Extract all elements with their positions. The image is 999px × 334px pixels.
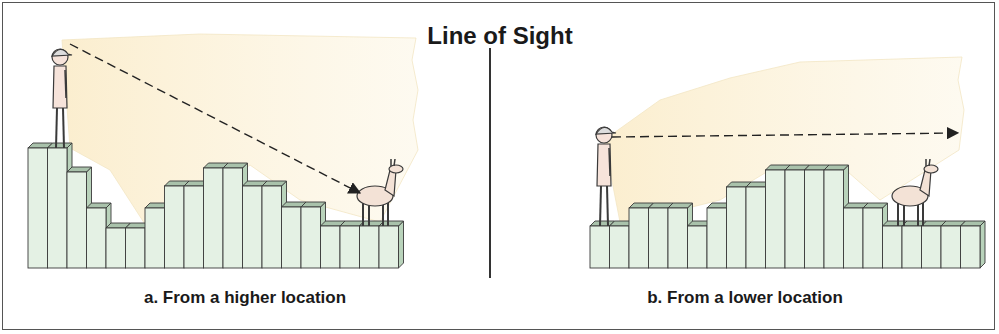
llama-figure <box>892 159 938 226</box>
column-top <box>87 203 112 208</box>
column-front <box>785 170 805 268</box>
column-top <box>668 203 693 208</box>
column-front <box>590 226 610 268</box>
column-front <box>126 228 146 268</box>
column-front <box>204 168 224 268</box>
column-front <box>746 187 766 268</box>
sight-line <box>70 44 360 193</box>
arm <box>609 148 610 176</box>
body <box>597 144 611 186</box>
column-front <box>106 228 126 268</box>
llama-figure <box>357 159 403 226</box>
column-top <box>223 163 248 168</box>
panel-divider <box>489 48 491 278</box>
column-side <box>399 221 404 268</box>
column-top <box>824 165 849 170</box>
terrain-columns <box>28 143 404 268</box>
panel-caption: a. From a higher location <box>144 288 346 308</box>
column-front <box>902 226 922 268</box>
column-top <box>262 181 287 186</box>
column-front <box>649 208 669 268</box>
column-front <box>805 170 825 268</box>
column-front <box>165 186 185 268</box>
observer-figure <box>596 127 616 226</box>
column-front <box>941 226 961 268</box>
column-front <box>844 208 864 268</box>
column-front <box>883 226 903 268</box>
terrain-columns <box>590 165 985 268</box>
column-top <box>67 167 92 172</box>
cap <box>596 127 616 134</box>
column-front <box>223 168 243 268</box>
llama-head <box>924 165 938 173</box>
column-front <box>766 170 786 268</box>
llama-ears <box>391 159 395 166</box>
llama-head <box>389 165 403 173</box>
observer-figure <box>52 49 72 148</box>
column-top <box>48 143 73 148</box>
llama-neck <box>920 170 931 196</box>
column-front <box>922 226 942 268</box>
column-front <box>145 208 165 268</box>
column-front <box>67 172 87 268</box>
leg <box>607 186 608 226</box>
column-top <box>301 202 326 207</box>
column-front <box>629 208 649 268</box>
column-front <box>610 226 630 268</box>
sight-line <box>612 133 958 137</box>
column-front <box>688 226 708 268</box>
column-top <box>961 221 986 226</box>
diagram-title: Line of Sight <box>427 22 572 50</box>
column-front <box>707 208 727 268</box>
column-front <box>301 207 321 268</box>
column-front <box>727 187 747 268</box>
column-front <box>87 208 107 268</box>
column-front <box>379 226 399 268</box>
column-front <box>824 170 844 268</box>
panel-caption: b. From a lower location <box>647 288 843 308</box>
column-side <box>980 221 985 268</box>
leg <box>600 186 601 226</box>
cap <box>52 49 72 56</box>
column-front <box>340 226 360 268</box>
column-front <box>668 208 688 268</box>
column-front <box>282 207 302 268</box>
llama-neck <box>385 170 396 196</box>
arm <box>65 70 66 98</box>
column-front <box>184 186 204 268</box>
column-front <box>863 208 883 268</box>
column-front <box>243 186 263 268</box>
body <box>53 66 67 108</box>
column-front <box>28 148 48 268</box>
column-front <box>961 226 981 268</box>
column-top <box>863 203 888 208</box>
column-front <box>321 226 341 268</box>
leg <box>63 108 64 148</box>
llama-ears <box>926 159 930 166</box>
column-front <box>360 226 380 268</box>
column-front <box>48 148 68 268</box>
column-front <box>262 186 282 268</box>
leg <box>56 108 57 148</box>
